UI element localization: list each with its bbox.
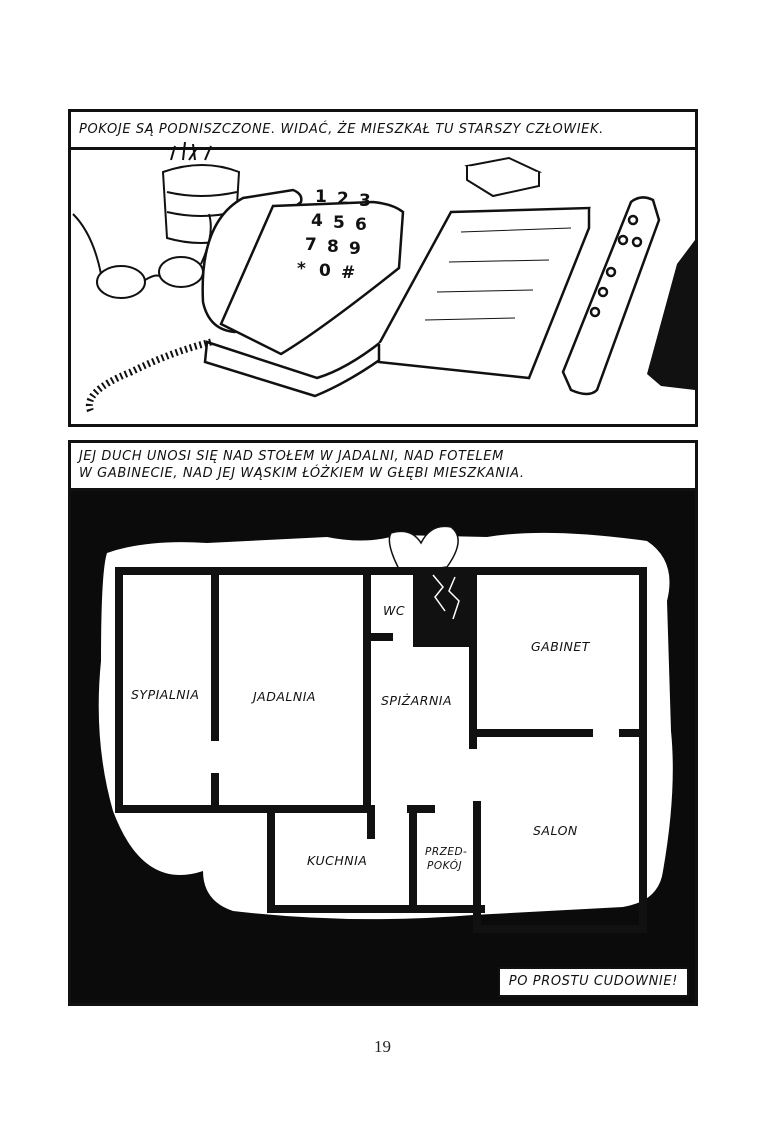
phone-key: 3: [359, 191, 371, 211]
radio-device-icon: [647, 240, 695, 390]
phone-key: 6: [355, 215, 367, 235]
phone-key: 0: [319, 261, 331, 281]
room-labels: SYPIALNIA JADALNIA WC SPIŻARNIA GABINET …: [131, 603, 591, 872]
remote-control-icon: [561, 196, 661, 396]
telephone-icon: [201, 188, 411, 398]
chimney: [421, 569, 473, 643]
room-wc: WC: [383, 603, 405, 618]
panel-desk-objects: Pokoje są podniszczone. Widać, że mieszk…: [68, 109, 698, 427]
caption-line-2: w gabinecie, nad jej wąskim łóżkiem w gł…: [79, 466, 525, 481]
room-gabinet: GABINET: [531, 639, 591, 654]
phone-cord: [86, 338, 212, 414]
desk-illustration: 1 2 3 4 5 6 7 8 9 * 0 #: [72, 141, 695, 414]
caption-box-2: Jej duch unosi się nad stołem w jadalni,…: [71, 443, 695, 491]
caption-box-1: Pokoje są podniszczone. Widać, że mieszk…: [71, 112, 695, 150]
caption-line-1: Jej duch unosi się nad stołem w jadalni,…: [79, 449, 504, 464]
room-przedpokoj-1: PRZED-: [425, 846, 467, 858]
room-jadalnia: JADALNIA: [250, 689, 316, 704]
phone-key: 1: [315, 187, 327, 207]
room-przedpokoj-2: POKÓJ: [427, 859, 462, 872]
caption-box-3: Po prostu cudownie!: [497, 967, 689, 997]
room-salon: SALON: [533, 823, 578, 838]
panel-floor-plan: Jej duch unosi się nad stołem w jadalni,…: [68, 440, 698, 1006]
phone-key: *: [297, 259, 306, 279]
phone-key: #: [341, 263, 355, 283]
phone-key: 2: [337, 189, 349, 209]
room-kuchnia: KUCHNIA: [307, 853, 367, 868]
phone-key: 9: [349, 239, 361, 259]
floor-plan: SYPIALNIA JADALNIA WC SPIŻARNIA GABINET …: [98, 525, 673, 933]
phone-key: 5: [333, 213, 345, 233]
phone-keypad: 1 2 3 4 5 6 7 8 9 * 0 #: [297, 187, 371, 283]
room-spizarnia: SPIŻARNIA: [381, 693, 452, 708]
phone-key: 4: [311, 211, 323, 231]
sticky-note-icon: [464, 156, 543, 198]
ghost-smoke-icon: [388, 525, 459, 574]
phone-key: 8: [327, 237, 339, 257]
page-number: 19: [374, 1037, 391, 1056]
phone-key: 7: [305, 235, 317, 255]
book-icon: [376, 206, 591, 380]
room-sypialnia: SYPIALNIA: [131, 687, 199, 702]
plan-halo: [98, 532, 673, 920]
